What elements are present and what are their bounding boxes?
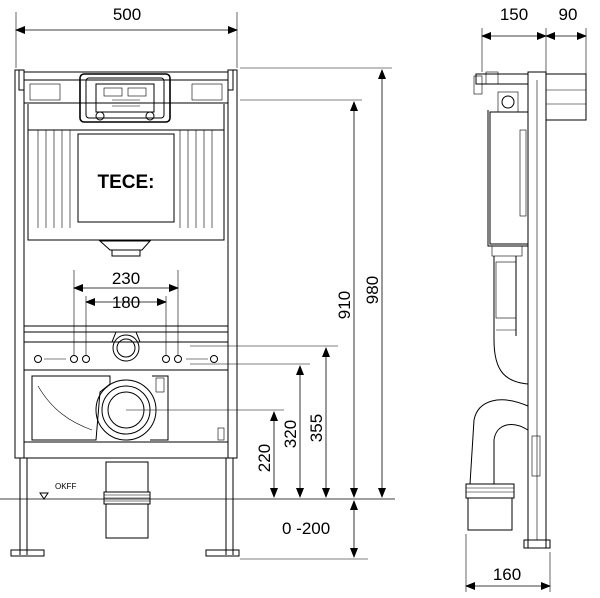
adjust-label: 0 -200 <box>282 519 330 538</box>
drain-bend <box>24 375 228 459</box>
dimension-height-980: 980 <box>240 67 392 498</box>
side-view: 150 90 <box>465 5 587 592</box>
side-flush-pipe <box>493 256 529 385</box>
flush-outlet <box>98 240 152 257</box>
depth-bottom-label: 160 <box>493 565 521 584</box>
height-355-label: 355 <box>307 414 326 442</box>
dimension-height-220: 220 <box>126 409 284 498</box>
dimension-inlet-180: 180 <box>85 293 167 356</box>
drain-pipe <box>103 461 151 539</box>
frame-right-post <box>205 69 240 557</box>
side-frame-post <box>523 71 551 549</box>
inlet-spacing-inner-label: 180 <box>112 293 140 312</box>
dimension-height-910: 910 <box>240 99 362 498</box>
depth-top-right-label: 90 <box>559 5 578 24</box>
cistern: TECE: <box>27 104 225 241</box>
dimension-height-355: 355 <box>190 345 338 498</box>
inlet-spacing-outer-label: 230 <box>112 269 140 288</box>
side-actuator <box>473 71 587 121</box>
dimension-depth-160: 160 <box>465 534 551 592</box>
front-view: 500 <box>0 5 395 560</box>
floor-label: OKFF <box>55 482 76 491</box>
height-frame-label: 980 <box>363 276 382 304</box>
actuator-frame <box>79 73 171 123</box>
height-220-label: 220 <box>255 444 274 472</box>
side-drain-bend <box>465 399 541 531</box>
dimension-inlet-230: 230 <box>73 269 179 356</box>
side-cistern <box>487 110 529 257</box>
dimension-width-500: 500 <box>15 5 238 68</box>
middle-rail <box>23 325 229 371</box>
floor-level-marker: OKFF <box>0 482 395 500</box>
dimension-height-320: 320 <box>190 363 310 498</box>
dimension-depth-90: 90 <box>545 5 587 120</box>
height-320-label: 320 <box>281 420 300 448</box>
width-label: 500 <box>113 5 141 24</box>
depth-top-left-label: 150 <box>500 5 528 24</box>
logo-plate <box>77 133 175 223</box>
dimension-adjust-0-200: 0 -200 <box>240 500 368 560</box>
dimension-depth-150: 150 <box>481 5 547 72</box>
logo-text: TECE: <box>98 172 155 193</box>
height-inlet-label: 910 <box>335 291 354 319</box>
